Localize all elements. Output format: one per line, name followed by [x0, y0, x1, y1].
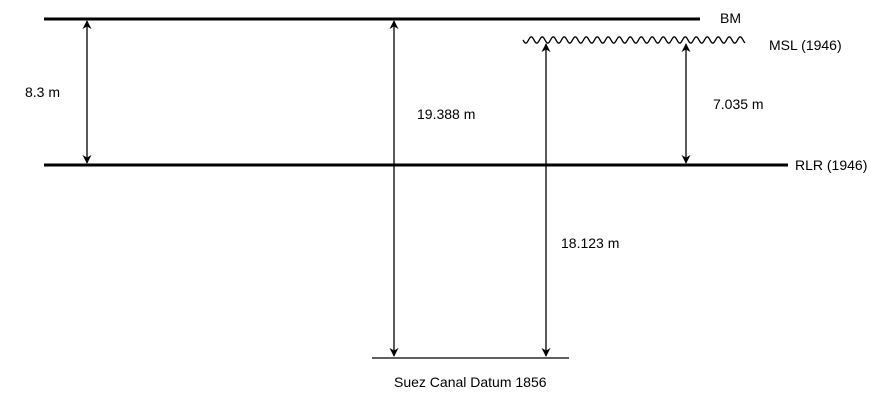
msl-to-suez-value: 18.123 m	[561, 235, 619, 251]
bm-label: BM	[720, 10, 741, 26]
rlr-label: RLR (1946)	[795, 157, 867, 173]
msl-wavy-line	[522, 36, 746, 44]
bm-to-rlr-value: 8.3 m	[25, 84, 60, 100]
bm-to-suez-value: 19.388 m	[417, 106, 475, 122]
suez-datum-label: Suez Canal Datum 1856	[394, 374, 547, 390]
msl-to-rlr-value: 7.035 m	[713, 96, 764, 112]
msl-label: MSL (1946)	[769, 37, 842, 53]
